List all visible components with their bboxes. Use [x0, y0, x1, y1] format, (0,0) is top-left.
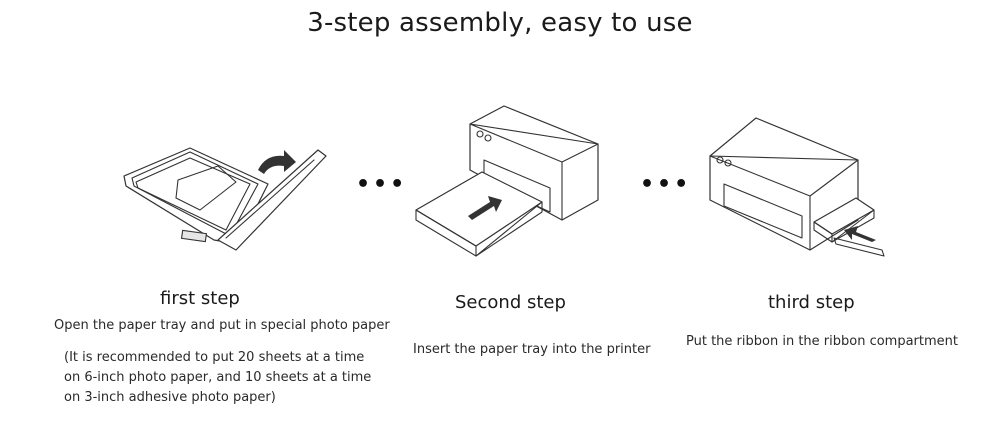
note-line: (It is recommended to put 20 sheets at a…: [64, 350, 365, 365]
separator-dots: •••: [640, 172, 692, 197]
step-3-title: third step: [768, 292, 855, 313]
separator-dots: •••: [356, 172, 408, 197]
step-2-description: Insert the paper tray into the printer: [413, 342, 651, 357]
step-1-description: Open the paper tray and put in special p…: [54, 318, 390, 333]
step-3-description: Put the ribbon in the ribbon compartment: [686, 334, 958, 349]
note-line: on 3-inch adhesive photo paper): [64, 390, 276, 405]
step-1-note: (It is recommended to put 20 sheets at a…: [64, 348, 371, 408]
paper-tray-open-icon: [118, 140, 338, 260]
note-line: on 6-inch photo paper, and 10 sheets at …: [64, 370, 372, 385]
printer-insert-ribbon-icon: [706, 100, 896, 266]
page-title: 3-step assembly, easy to use: [307, 8, 693, 38]
step-1-title: first step: [160, 288, 240, 309]
printer-insert-tray-icon: [412, 100, 608, 266]
step-2-title: Second step: [455, 292, 566, 313]
